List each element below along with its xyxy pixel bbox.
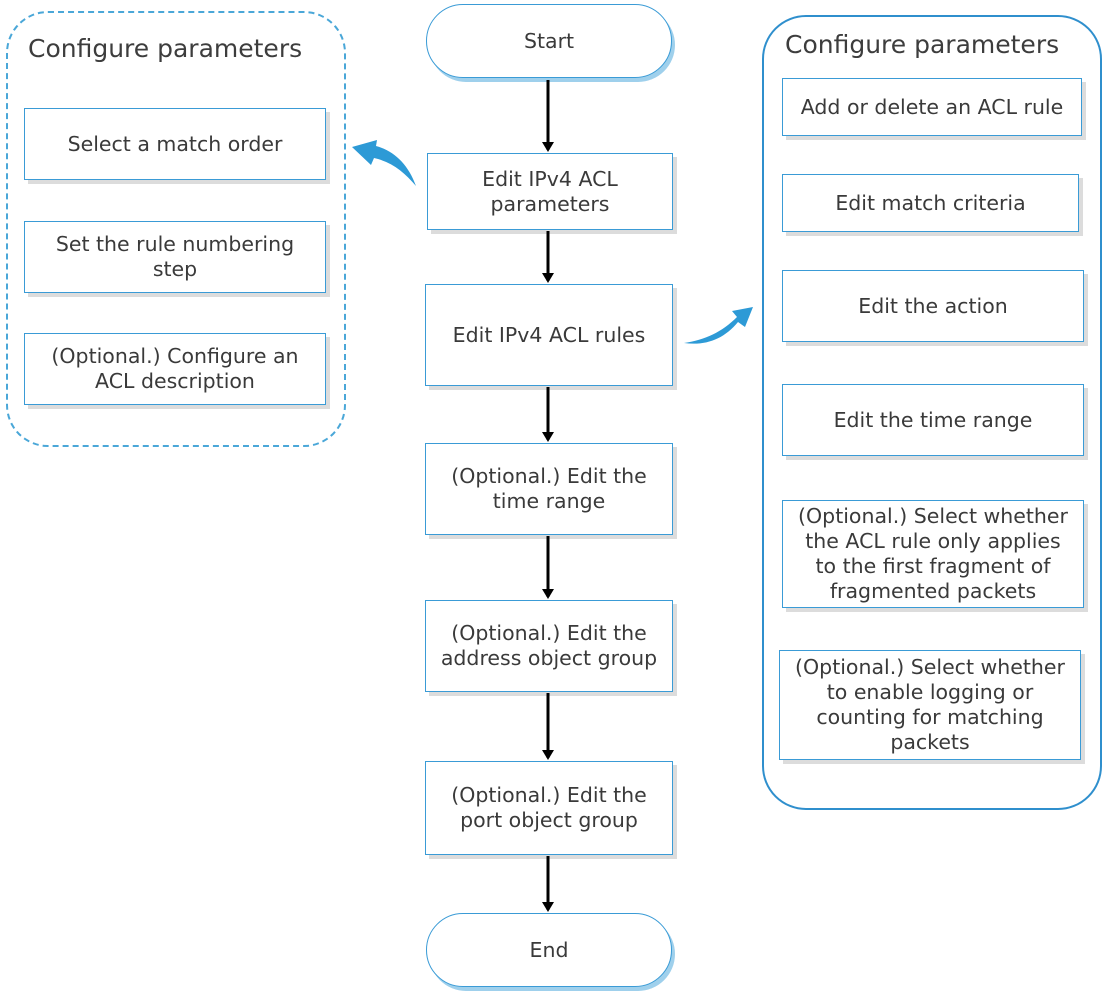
- edit-time-range-box: Edit the time range: [782, 384, 1084, 456]
- acl-description-box: (Optional.) Configure an ACL description: [24, 333, 326, 405]
- add-delete-acl-rule-box: Add or delete an ACL rule: [782, 78, 1082, 136]
- edit-acl-rules-step: Edit IPv4 ACL rules: [425, 284, 673, 386]
- end-terminal: End: [426, 913, 672, 987]
- parameters-group-left-title: Configure parameters: [28, 34, 303, 63]
- curved-arrow-right: [684, 307, 753, 344]
- curved-arrow-left: [352, 140, 416, 186]
- parameters-group-left: [6, 11, 346, 447]
- first-fragment-option-box: (Optional.) Select whether the ACL rule …: [782, 500, 1084, 608]
- parameters-group-right-title: Configure parameters: [785, 30, 1060, 59]
- start-terminal: Start: [426, 4, 672, 78]
- edit-action-box: Edit the action: [782, 270, 1084, 342]
- edit-time-range-step: (Optional.) Edit the time range: [425, 443, 673, 535]
- select-match-order-box: Select a match order: [24, 108, 326, 180]
- edit-match-criteria-box: Edit match criteria: [782, 174, 1079, 232]
- edit-address-object-group-step: (Optional.) Edit the address object grou…: [425, 600, 673, 692]
- rule-numbering-step-box: Set the rule numbering step: [24, 221, 326, 293]
- parameters-group-right: [762, 15, 1102, 810]
- edit-port-object-group-step: (Optional.) Edit the port object group: [425, 761, 673, 855]
- logging-counting-option-box: (Optional.) Select whether to enable log…: [779, 650, 1081, 760]
- edit-acl-parameters-step: Edit IPv4 ACL parameters: [427, 153, 673, 230]
